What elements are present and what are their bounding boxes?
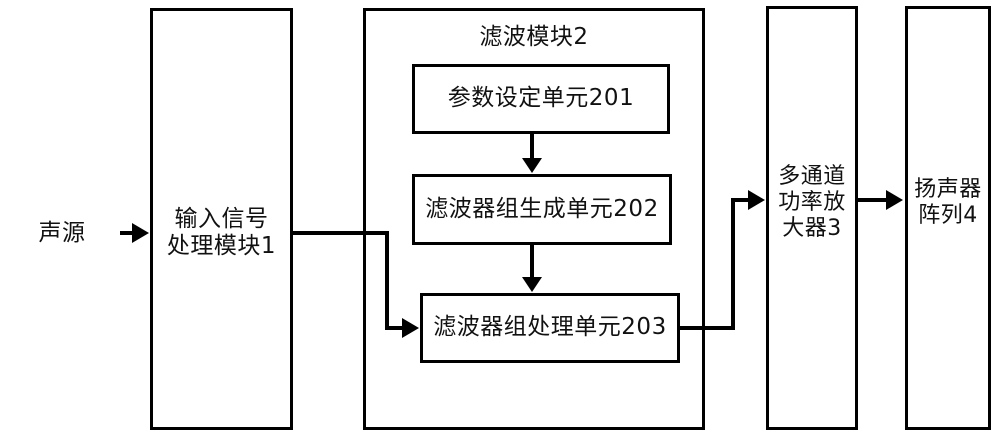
block-filter-module-title: 滤波模块2 <box>479 24 589 51</box>
block-speaker-array[interactable] <box>905 6 991 430</box>
block-filter-bank-processing-unit-label: 滤波器组处理单元203 <box>433 314 667 341</box>
arrowhead-source-to-input <box>132 223 149 243</box>
connector-processor-to-amplifier-horizontal <box>678 326 735 330</box>
connector-param-to-generator <box>530 134 534 160</box>
arrowhead-processor-to-amplifier <box>748 190 765 210</box>
block-multichannel-power-amplifier[interactable] <box>766 6 858 430</box>
sound-source-label: 声源 <box>38 220 86 247</box>
arrowhead-generator-to-processor <box>522 277 542 292</box>
block-parameter-setting-unit-label: 参数设定单元201 <box>447 85 635 112</box>
arrowhead-param-to-generator <box>522 158 542 173</box>
connector-input-to-processor-horizontal <box>291 231 389 235</box>
arrowhead-input-to-processor <box>402 318 419 338</box>
block-filter-bank-generation-unit-label: 滤波器组生成单元202 <box>425 195 659 222</box>
connector-processor-to-amplifier-vertical <box>731 198 735 330</box>
connector-input-to-processor-vertical <box>385 231 389 330</box>
block-filter-bank-processing-unit[interactable] <box>420 293 680 363</box>
block-speaker-array-label: 扬声器 阵列4 <box>914 177 982 228</box>
connector-generator-to-processor <box>530 245 534 277</box>
connector-processor-to-amplifier-entry <box>731 198 751 202</box>
block-input-signal-processing-module-label: 输入信号 处理模块1 <box>166 205 277 259</box>
arrowhead-amplifier-to-speaker <box>886 190 903 210</box>
block-filter-bank-generation-unit[interactable] <box>412 174 672 245</box>
block-input-signal-processing-module[interactable] <box>150 8 293 430</box>
block-multichannel-power-amplifier-label: 多通道 功率放 大器3 <box>778 164 846 241</box>
block-parameter-setting-unit[interactable] <box>412 64 670 134</box>
connector-amplifier-to-speaker <box>858 198 890 202</box>
connector-input-to-processor-entry <box>385 326 405 330</box>
